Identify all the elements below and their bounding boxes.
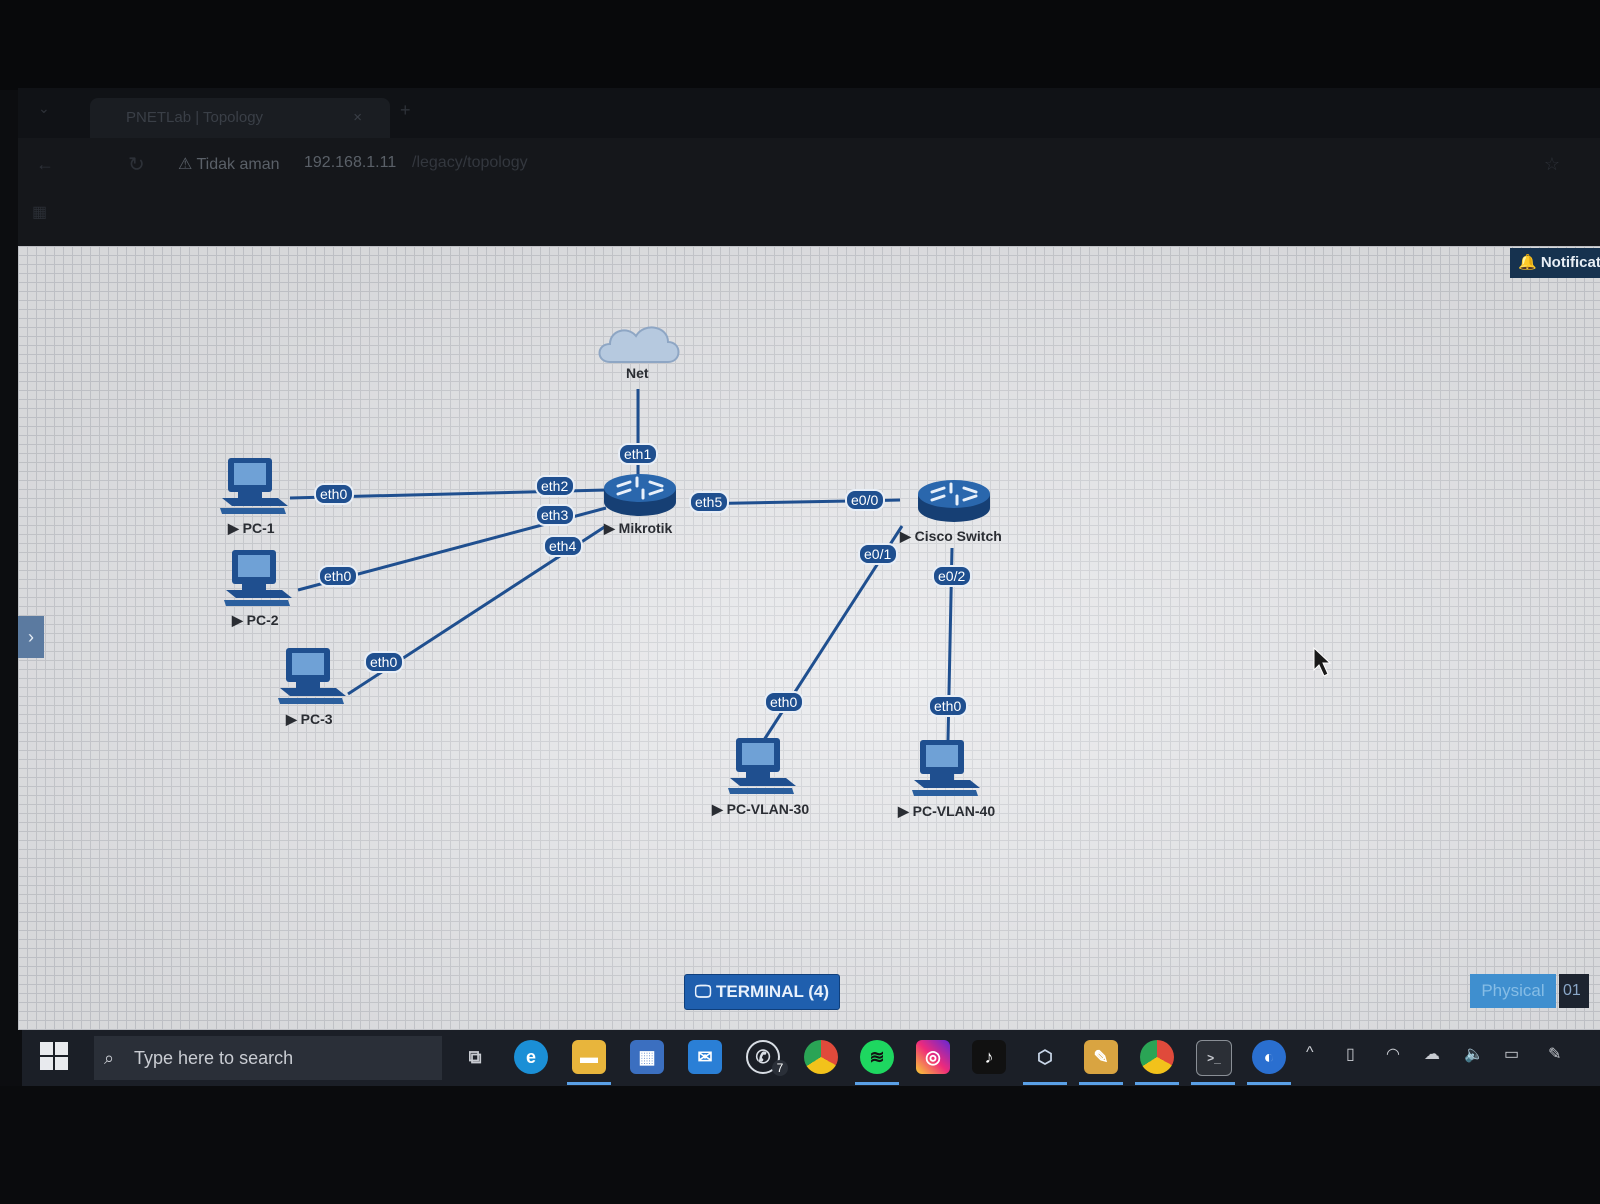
port-badge-mk-eth3: eth3	[535, 504, 575, 526]
port-badge-v40-eth0: eth0	[928, 695, 968, 717]
node-label-cisco-switch: ▶ Cisco Switch	[899, 528, 1002, 544]
node-label-pc-vlan40: ▶ PC-VLAN-40	[897, 803, 995, 819]
svg-text:eth5: eth5	[695, 494, 722, 510]
svg-text:eth2: eth2	[541, 478, 568, 494]
notifications-button[interactable]: 🔔 Notificat	[1510, 248, 1600, 278]
edge-icon[interactable]: e	[514, 1040, 548, 1074]
node-pc1	[220, 458, 288, 514]
new-tab-button[interactable]: +	[400, 100, 411, 120]
port-badge-sw-e01: e0/1	[858, 543, 898, 565]
port-badge-sw-e00: e0/0	[845, 489, 885, 511]
tab-pnetlab[interactable]: PNETLab | Topology ×	[90, 98, 390, 138]
port-badge-pc3-eth0: eth0	[364, 651, 404, 673]
svg-text:eth0: eth0	[370, 654, 397, 670]
screen-bezel	[0, 0, 1600, 90]
node-net	[598, 326, 680, 363]
whatsapp-icon[interactable]: ✆	[746, 1040, 780, 1074]
node-pc3	[278, 648, 346, 704]
svg-text:eth0: eth0	[934, 698, 961, 714]
svg-text:eth3: eth3	[541, 507, 568, 523]
browser-icon[interactable]: ◐	[1252, 1040, 1286, 1074]
svg-text:e0/2: e0/2	[938, 568, 965, 584]
mouse-cursor-icon	[1313, 646, 1332, 677]
url-path[interactable]: /legacy/topology	[412, 154, 528, 171]
svg-text:eth0: eth0	[324, 568, 351, 584]
svg-text:eth0: eth0	[320, 486, 347, 502]
chrome-profile-icon[interactable]	[1140, 1040, 1174, 1074]
battery-icon[interactable]: ▭	[1504, 1046, 1520, 1063]
search-icon: ⌕	[104, 1048, 115, 1068]
network-links	[289, 389, 954, 741]
cloud-icon[interactable]: ☁	[1424, 1046, 1440, 1063]
close-icon[interactable]: ×	[353, 109, 362, 126]
windows-start-icon[interactable]	[40, 1042, 68, 1070]
tab-search-icon[interactable]: ⌄	[38, 100, 50, 116]
port-badge-pc2-eth0: eth0	[318, 565, 358, 587]
topology-diagram: Net ▶ Mikrotik ▶ Cisco Switch ▶ PC-1 ▶ P…	[220, 326, 1332, 819]
node-mikrotik	[602, 472, 678, 518]
store-icon[interactable]: ▦	[630, 1040, 664, 1074]
node-pc-vlan40	[912, 740, 980, 796]
port-badges: eth1 eth2 eth3 eth4 eth5 eth0 eth0 eth0 …	[314, 443, 972, 717]
svg-text:e0/0: e0/0	[851, 492, 878, 508]
physical-extra-button[interactable]: 01	[1559, 974, 1589, 1008]
chrome-icon[interactable]	[804, 1040, 838, 1074]
node-label-mikrotik: ▶ Mikrotik	[603, 520, 673, 536]
port-badge-mk-eth5: eth5	[689, 491, 729, 513]
port-badge-mk-eth1: eth1	[618, 443, 658, 465]
svg-text:e0/1: e0/1	[864, 546, 891, 562]
node-label-pc3: ▶ PC-3	[285, 711, 333, 727]
tiktok-icon[interactable]: ♪	[972, 1040, 1006, 1074]
svg-text:eth4: eth4	[549, 538, 576, 554]
port-badge-v30-eth0: eth0	[764, 691, 804, 713]
tab-strip: ⌄ PNETLab | Topology × +	[18, 88, 1600, 138]
node-label-pc-vlan30: ▶ PC-VLAN-30	[711, 801, 809, 817]
node-cisco-switch	[916, 478, 992, 524]
port-badge-sw-e02: e0/2	[932, 565, 972, 587]
node-label-pc2: ▶ PC-2	[231, 612, 279, 628]
pen-icon[interactable]: ✎	[1548, 1046, 1562, 1063]
back-button[interactable]: ←	[36, 154, 54, 174]
wifi-icon[interactable]: ◠	[1386, 1046, 1400, 1063]
node-label-net: Net	[626, 365, 649, 381]
instagram-icon[interactable]: ◎	[916, 1040, 950, 1074]
tool-icon[interactable]: ✎	[1084, 1040, 1118, 1074]
phone-link-icon[interactable]: ▯	[1346, 1046, 1355, 1063]
file-explorer-icon[interactable]: ▬	[572, 1040, 606, 1074]
physical-button[interactable]: Physical	[1470, 974, 1556, 1008]
apps-grid-icon[interactable]: ▦	[32, 204, 48, 221]
reload-button[interactable]: ↻	[128, 154, 145, 176]
node-pc-vlan30	[728, 738, 796, 794]
bookmark-star-icon[interactable]: ☆	[1543, 154, 1560, 174]
node-pc2	[224, 550, 292, 606]
node-label-pc1: ▶ PC-1	[227, 520, 275, 536]
tab-title: PNETLab | Topology	[126, 109, 264, 126]
mail-icon[interactable]: ✉	[688, 1040, 722, 1074]
screen-bezel-bottom	[0, 1086, 1600, 1204]
spotify-icon[interactable]: ≋	[860, 1040, 894, 1074]
address-bar: ← ↻ ⚠ Tidak aman 192.168.1.11 /legacy/to…	[18, 138, 1600, 194]
taskbar-search-box[interactable]: ⌕ Type here to search	[94, 1036, 442, 1080]
task-view-icon[interactable]: ⧉	[468, 1047, 482, 1067]
browser-window: ⌄ PNETLab | Topology × + ← ↻ ⚠ Tidak ama…	[18, 88, 1600, 246]
svg-text:eth0: eth0	[770, 694, 797, 710]
terminal-icon[interactable]: >_	[1196, 1040, 1232, 1076]
port-badge-mk-eth2: eth2	[535, 475, 575, 497]
virtualbox-icon[interactable]: ⬡	[1037, 1047, 1053, 1067]
url-host[interactable]: 192.168.1.11	[304, 154, 397, 171]
tray-chevron-icon[interactable]: ^	[1306, 1044, 1314, 1061]
sidebar-toggle-button[interactable]: ›	[18, 616, 44, 658]
windows-taskbar: ⌕ Type here to search ⧉ e ▬ ▦ ✉ ✆ 7 ≋ ◎ …	[22, 1030, 1600, 1086]
port-badge-pc1-eth0: eth0	[314, 483, 354, 505]
whatsapp-badge: 7	[772, 1060, 788, 1076]
terminal-button[interactable]: 🖵 TERMINAL (4)	[684, 974, 840, 1010]
volume-icon[interactable]: 🔈	[1464, 1046, 1484, 1063]
port-badge-mk-eth4: eth4	[543, 535, 583, 557]
topology-canvas[interactable]: Net ▶ Mikrotik ▶ Cisco Switch ▶ PC-1 ▶ P…	[18, 246, 1600, 1030]
svg-text:eth1: eth1	[624, 446, 651, 462]
search-placeholder: Type here to search	[134, 1048, 294, 1068]
security-warning[interactable]: ⚠ Tidak aman	[178, 156, 280, 173]
